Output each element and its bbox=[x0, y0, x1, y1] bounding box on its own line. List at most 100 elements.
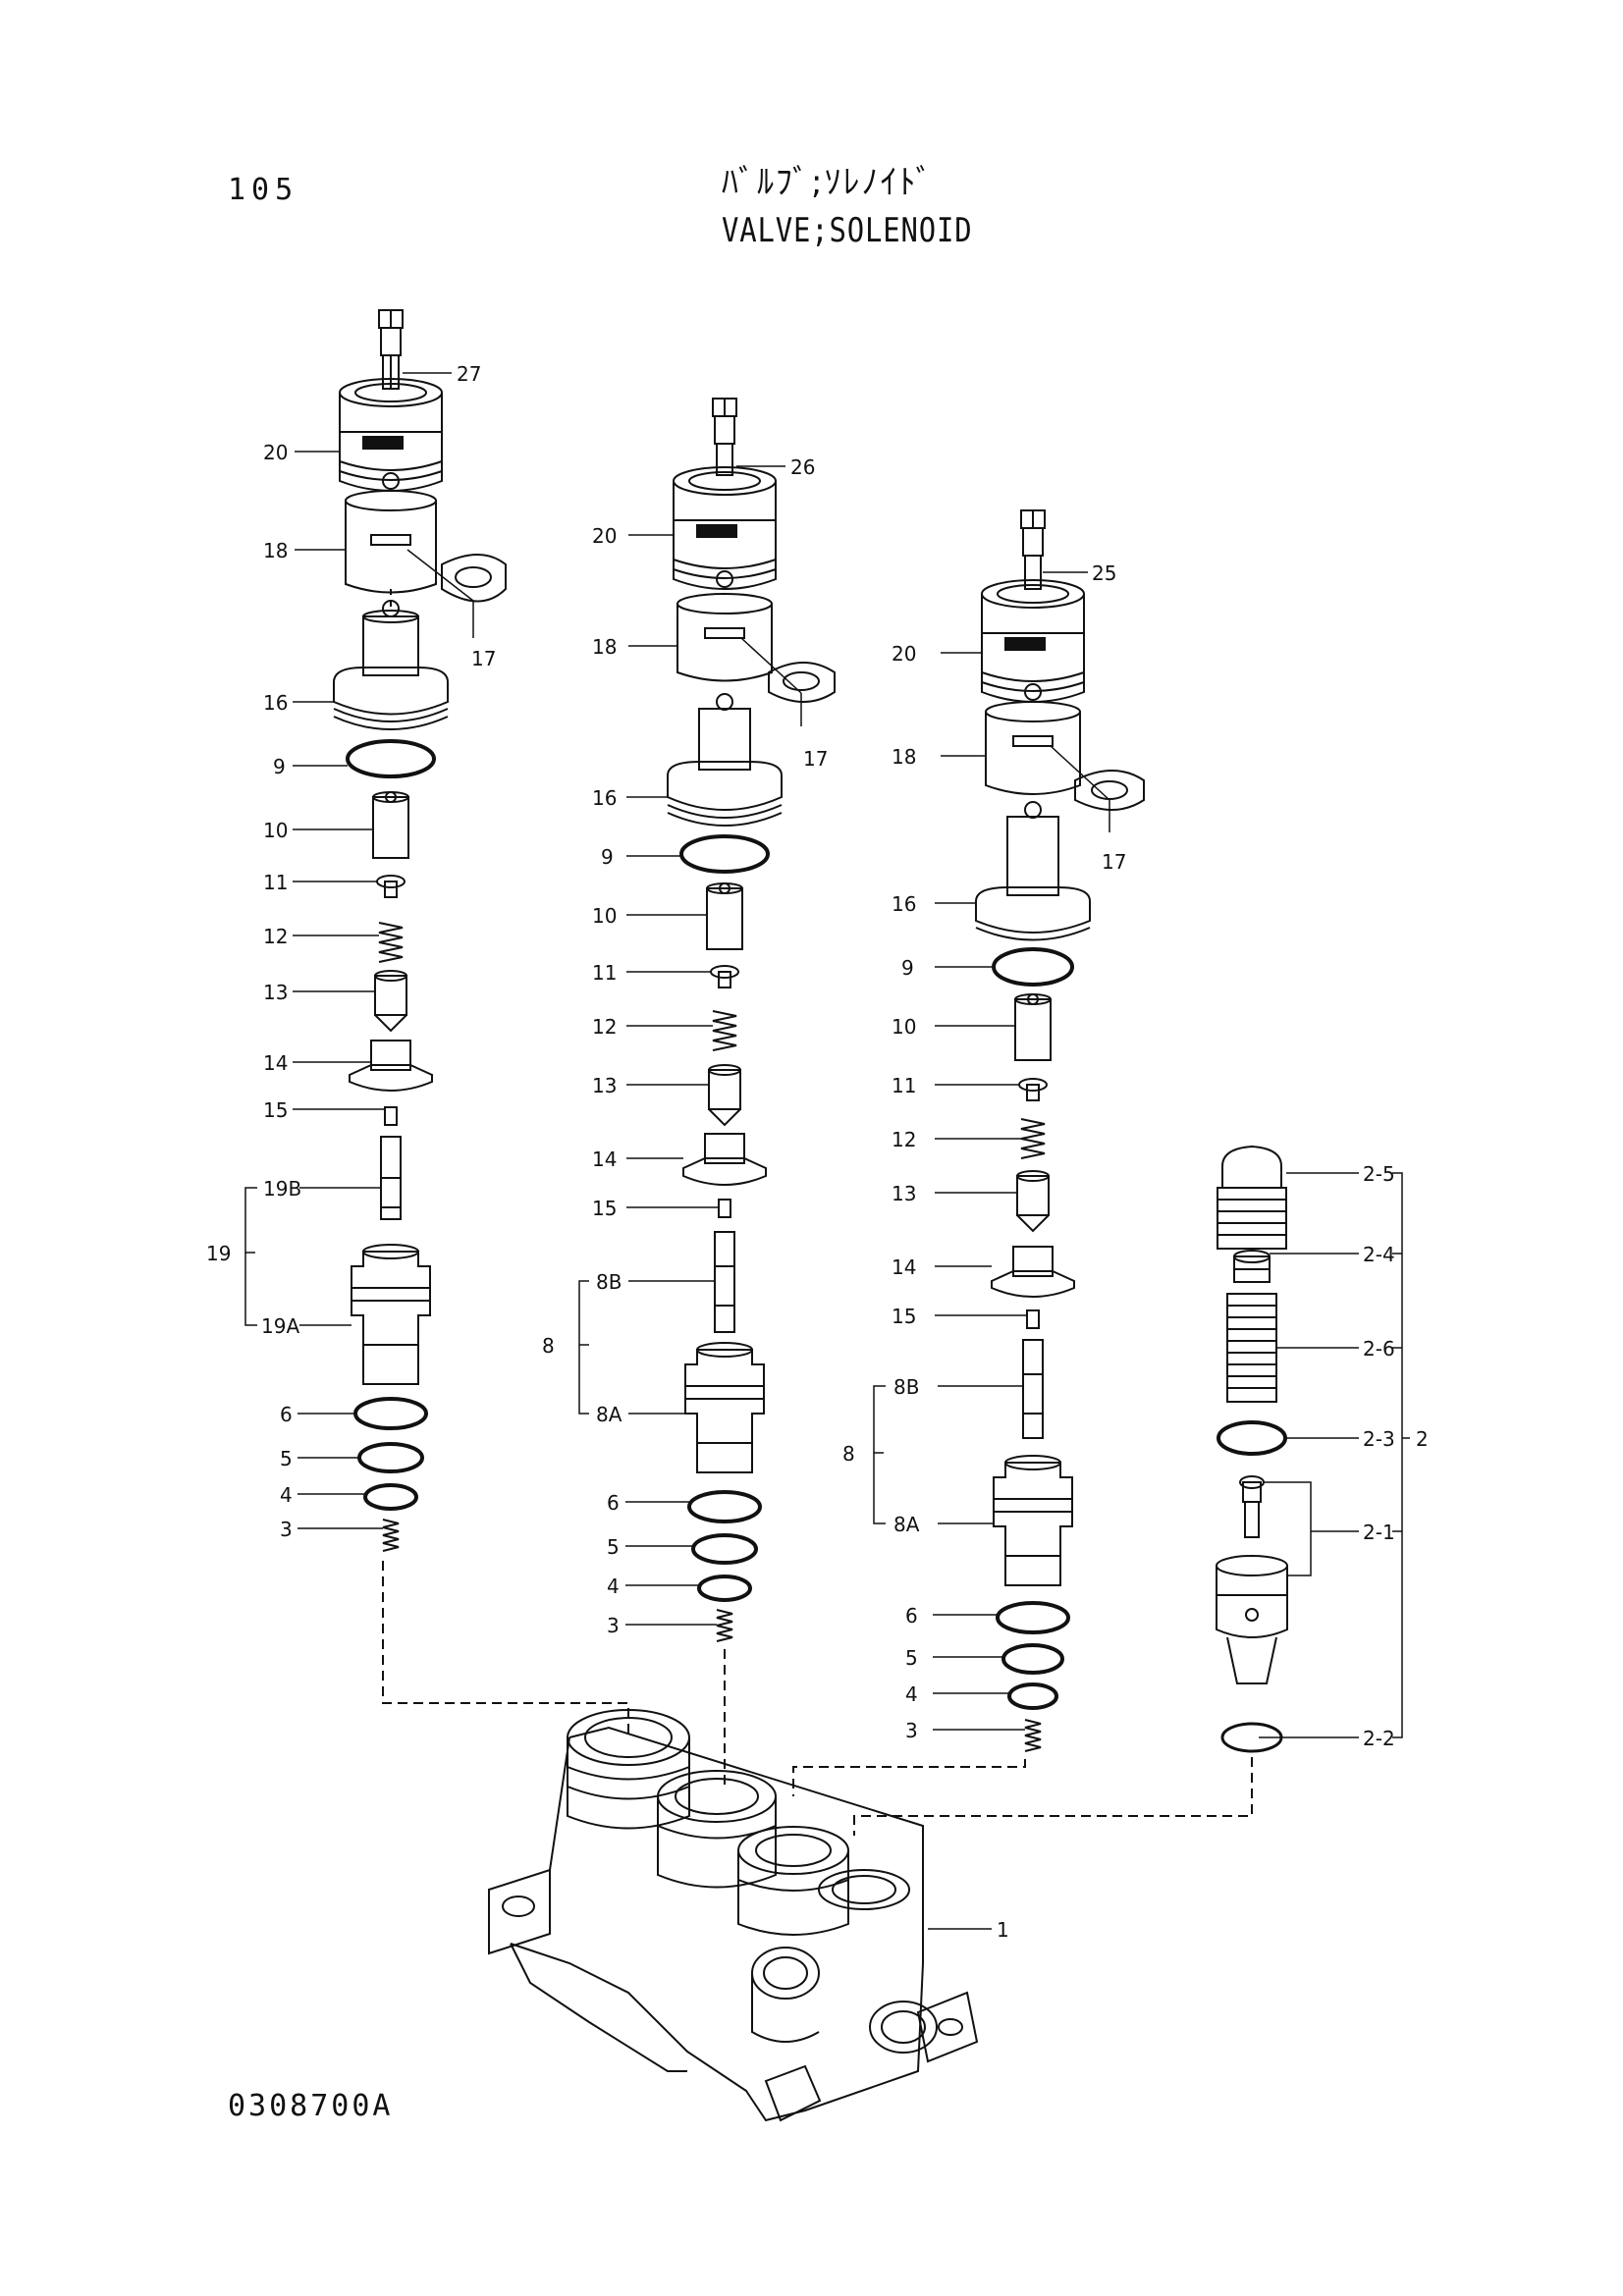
o-ring-6 bbox=[353, 1397, 428, 1430]
label-10: 10 bbox=[592, 904, 617, 928]
label-4: 4 bbox=[280, 1483, 293, 1507]
label-20: 20 bbox=[263, 441, 288, 464]
connector-pin-25 bbox=[1020, 509, 1046, 590]
label-3: 3 bbox=[280, 1518, 293, 1541]
coil-nut-20 bbox=[981, 579, 1085, 703]
spool-10 bbox=[372, 791, 409, 859]
spring-12 bbox=[712, 1010, 737, 1051]
label-6: 6 bbox=[280, 1403, 293, 1426]
label-11: 11 bbox=[263, 871, 288, 894]
spool-8b bbox=[714, 1231, 735, 1333]
label-15: 15 bbox=[592, 1197, 617, 1220]
label-10: 10 bbox=[263, 819, 288, 842]
label-14: 14 bbox=[892, 1255, 916, 1279]
label-4: 4 bbox=[905, 1682, 918, 1706]
label-12: 12 bbox=[263, 925, 288, 948]
label-8a: 8A bbox=[893, 1513, 920, 1536]
label-13: 13 bbox=[892, 1182, 916, 1205]
valve-assembly-right bbox=[792, 509, 1145, 1796]
label-19b: 19B bbox=[263, 1177, 301, 1201]
guide-16 bbox=[667, 693, 783, 827]
plunger-13 bbox=[708, 1064, 741, 1127]
page-number: 105 bbox=[228, 173, 299, 207]
label-10: 10 bbox=[892, 1015, 916, 1039]
seat-11 bbox=[376, 875, 406, 898]
label-13: 13 bbox=[263, 981, 288, 1004]
label-8a: 8A bbox=[596, 1403, 622, 1426]
label-16: 16 bbox=[263, 691, 288, 715]
label-16: 16 bbox=[592, 786, 617, 810]
label-3: 3 bbox=[607, 1614, 620, 1637]
label-14: 14 bbox=[592, 1148, 617, 1171]
coil-18 bbox=[985, 701, 1081, 795]
label-2-1: 2-1 bbox=[1363, 1521, 1395, 1544]
coil-nut-20 bbox=[673, 466, 777, 590]
o-ring-4 bbox=[363, 1483, 418, 1511]
spring-3 bbox=[1024, 1719, 1042, 1752]
sleeve-19a bbox=[351, 1244, 431, 1385]
valve-assembly-left bbox=[333, 309, 629, 1737]
connector-pin-26 bbox=[712, 398, 737, 476]
label-3: 3 bbox=[905, 1719, 918, 1742]
label-27: 27 bbox=[457, 362, 481, 386]
seat-11 bbox=[1018, 1078, 1048, 1101]
spool-10 bbox=[1014, 993, 1052, 1061]
connector-pin-27 bbox=[378, 309, 404, 390]
label-18: 18 bbox=[592, 635, 617, 659]
spool-8b bbox=[1022, 1339, 1044, 1439]
seat-11 bbox=[710, 965, 739, 988]
label-8b: 8B bbox=[893, 1375, 919, 1399]
label-17: 17 bbox=[803, 747, 828, 771]
guide-16 bbox=[975, 801, 1091, 941]
pin-15 bbox=[1026, 1309, 1040, 1329]
label-2: 2 bbox=[1416, 1427, 1429, 1451]
label-5: 5 bbox=[607, 1535, 620, 1559]
sleeve-8a bbox=[993, 1455, 1073, 1586]
callout-labels: 27 20 18 17 16 9 10 11 12 13 14 15 19B 1… bbox=[206, 362, 1429, 1942]
label-19a: 19A bbox=[261, 1314, 299, 1338]
label-2-3: 2-3 bbox=[1363, 1427, 1395, 1451]
label-17: 17 bbox=[471, 647, 496, 670]
valve-body-1 bbox=[488, 1709, 979, 2122]
sleeve-8a bbox=[684, 1342, 765, 1473]
spring-2-6 bbox=[1226, 1293, 1277, 1403]
plunger-13 bbox=[374, 970, 407, 1033]
label-19: 19 bbox=[206, 1242, 231, 1265]
spring-12 bbox=[378, 922, 404, 963]
spool-19b bbox=[380, 1136, 402, 1220]
label-2-5: 2-5 bbox=[1363, 1162, 1395, 1186]
label-2-4: 2-4 bbox=[1363, 1243, 1395, 1266]
label-5: 5 bbox=[280, 1447, 293, 1470]
label-2-6: 2-6 bbox=[1363, 1337, 1395, 1361]
label-11: 11 bbox=[892, 1074, 916, 1097]
coil-nut-20 bbox=[339, 378, 443, 492]
label-26: 26 bbox=[790, 455, 815, 479]
o-ring-2-3 bbox=[1217, 1420, 1287, 1456]
label-8: 8 bbox=[842, 1442, 855, 1466]
label-5: 5 bbox=[905, 1646, 918, 1670]
spring-12 bbox=[1020, 1118, 1046, 1159]
label-13: 13 bbox=[592, 1074, 617, 1097]
label-12: 12 bbox=[892, 1128, 916, 1151]
label-18: 18 bbox=[892, 745, 916, 769]
o-ring-5 bbox=[357, 1442, 424, 1473]
spool-10 bbox=[706, 882, 743, 950]
o-ring-4 bbox=[1007, 1682, 1058, 1710]
title-english: VALVE;SOLENOID bbox=[722, 211, 973, 250]
o-ring-9 bbox=[346, 739, 436, 778]
title-japanese: ﾊﾞﾙﾌﾞ;ｿﾚﾉｲﾄﾞ bbox=[722, 163, 935, 202]
label-11: 11 bbox=[592, 961, 617, 985]
label-9: 9 bbox=[901, 956, 914, 980]
label-1: 1 bbox=[997, 1918, 1009, 1942]
pin-15 bbox=[718, 1199, 731, 1218]
nut-2-4 bbox=[1233, 1250, 1271, 1283]
o-ring-5 bbox=[691, 1533, 758, 1565]
label-20: 20 bbox=[592, 524, 617, 548]
o-ring-6 bbox=[996, 1601, 1070, 1634]
label-9: 9 bbox=[601, 845, 614, 869]
label-9: 9 bbox=[273, 755, 286, 778]
label-25: 25 bbox=[1092, 561, 1116, 585]
label-18: 18 bbox=[263, 539, 288, 562]
label-20: 20 bbox=[892, 642, 916, 666]
